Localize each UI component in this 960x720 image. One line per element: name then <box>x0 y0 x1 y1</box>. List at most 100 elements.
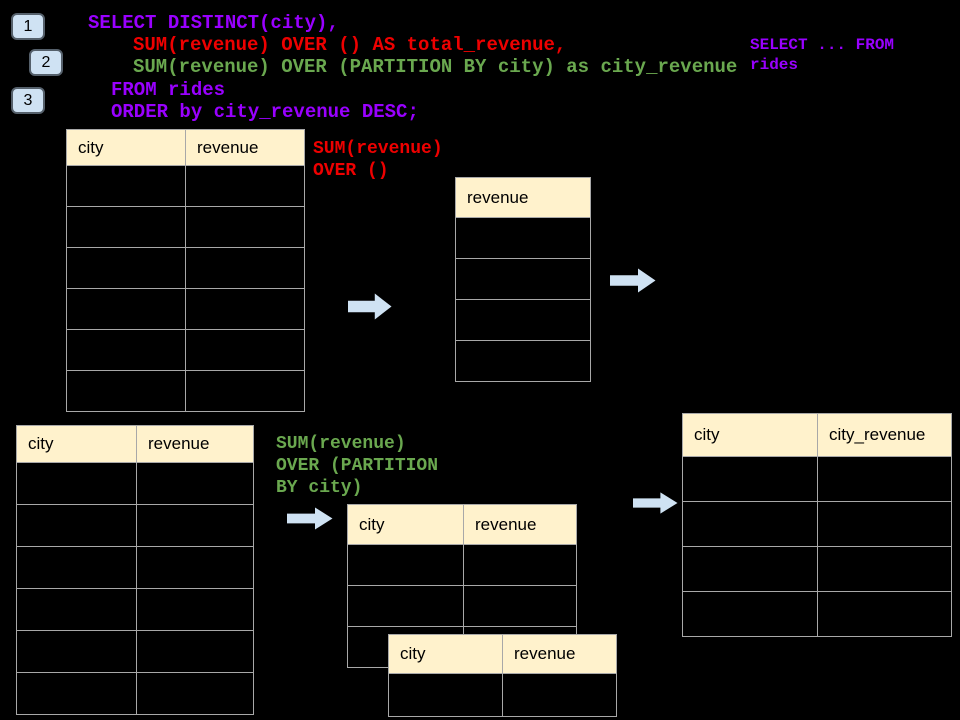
label-total-line-2: OVER () <box>313 161 389 181</box>
empty-cell <box>682 501 818 547</box>
column-header-revenue: revenue <box>136 425 254 463</box>
table-row <box>455 340 591 382</box>
empty-cell <box>16 630 137 673</box>
table-row <box>455 299 591 341</box>
table-row <box>682 591 952 637</box>
empty-cell <box>16 462 137 505</box>
label-partition-line-1: SUM(revenue) <box>276 434 406 454</box>
empty-cell <box>455 340 591 382</box>
label-partition-line-3: BY city) <box>276 478 363 498</box>
side-code-line-1: SELECT ... FROM <box>750 36 895 54</box>
table-row <box>16 672 254 715</box>
empty-cell <box>817 501 952 547</box>
empty-cell <box>455 299 591 341</box>
column-header-revenue: revenue <box>502 634 617 674</box>
empty-cell <box>185 206 305 248</box>
header-row: city city_revenue <box>682 413 952 457</box>
empty-cell <box>455 258 591 300</box>
empty-cell <box>682 546 818 592</box>
empty-cell <box>817 546 952 592</box>
empty-cell <box>66 247 186 289</box>
header-row: city revenue <box>347 504 577 545</box>
empty-cell <box>66 370 186 412</box>
sql-line-total-revenue: SUM(revenue) OVER () AS total_revenue, <box>133 34 567 56</box>
step-badge-1: 1 <box>11 13 45 40</box>
column-header-city: city <box>66 129 186 166</box>
empty-cell <box>16 546 137 589</box>
table-row <box>66 329 305 371</box>
table-row <box>66 165 305 207</box>
column-header-revenue: revenue <box>463 504 577 545</box>
sql-line-select: SELECT DISTINCT(city), <box>88 12 339 34</box>
step-badge-3: 3 <box>11 87 45 114</box>
table-row <box>682 546 952 592</box>
header-row: city revenue <box>66 129 305 166</box>
table-row <box>66 370 305 412</box>
table-row <box>16 588 254 631</box>
sql-line-order-by: ORDER by city_revenue DESC; <box>111 101 419 123</box>
arrow-right-icon <box>287 507 333 530</box>
table-row <box>16 504 254 547</box>
empty-cell <box>66 288 186 330</box>
header-row: revenue <box>455 177 591 218</box>
table-city-revenue-result: city city_revenue <box>682 413 952 637</box>
header-row: city revenue <box>388 634 617 674</box>
empty-cell <box>388 673 503 717</box>
step-badge-2-label: 2 <box>41 53 51 71</box>
empty-cell <box>817 591 952 637</box>
empty-cell <box>185 247 305 289</box>
empty-cell <box>16 504 137 547</box>
sql-line-partition: SUM(revenue) OVER (PARTITION BY city) as… <box>133 56 738 78</box>
column-header-city: city <box>16 425 137 463</box>
side-code-line-2: rides <box>750 56 799 74</box>
empty-cell <box>463 544 577 586</box>
empty-cell <box>502 673 617 717</box>
table-rides-source-top: city revenue <box>66 129 305 412</box>
header-row: city revenue <box>16 425 254 463</box>
table-row <box>347 544 577 586</box>
empty-cell <box>347 544 464 586</box>
column-header-city: city <box>682 413 818 457</box>
empty-cell <box>66 206 186 248</box>
step-badge-1-label: 1 <box>23 17 33 35</box>
table-row <box>16 462 254 505</box>
table-row <box>16 546 254 589</box>
table-total-revenue-result: revenue <box>455 177 591 382</box>
sql-line-from: FROM rides <box>111 79 226 101</box>
empty-cell <box>136 546 254 589</box>
table-row <box>66 247 305 289</box>
column-header-revenue: revenue <box>185 129 305 166</box>
table-row <box>66 206 305 248</box>
empty-cell <box>817 456 952 502</box>
empty-cell <box>136 672 254 715</box>
table-partition-group-2: city revenue <box>388 634 617 717</box>
column-header-city-revenue: city_revenue <box>817 413 952 457</box>
table-rides-source-bottom: city revenue <box>16 425 254 715</box>
empty-cell <box>66 165 186 207</box>
empty-cell <box>136 504 254 547</box>
empty-cell <box>16 672 137 715</box>
empty-cell <box>185 370 305 412</box>
empty-cell <box>347 585 464 627</box>
arrow-right-icon <box>348 293 392 320</box>
empty-cell <box>16 588 137 631</box>
empty-cell <box>66 329 186 371</box>
empty-cell <box>136 588 254 631</box>
empty-cell <box>682 591 818 637</box>
empty-cell <box>136 630 254 673</box>
table-row <box>682 501 952 547</box>
label-partition-line-2: OVER (PARTITION <box>276 456 439 476</box>
table-row <box>347 585 577 627</box>
label-total-line-1: SUM(revenue) <box>313 139 443 159</box>
table-row <box>16 630 254 673</box>
empty-cell <box>136 462 254 505</box>
empty-cell <box>185 288 305 330</box>
arrow-right-icon <box>610 268 656 293</box>
table-row <box>682 456 952 502</box>
table-row <box>455 217 591 259</box>
column-header-city: city <box>347 504 464 545</box>
table-row <box>66 288 305 330</box>
empty-cell <box>185 329 305 371</box>
empty-cell <box>455 217 591 259</box>
